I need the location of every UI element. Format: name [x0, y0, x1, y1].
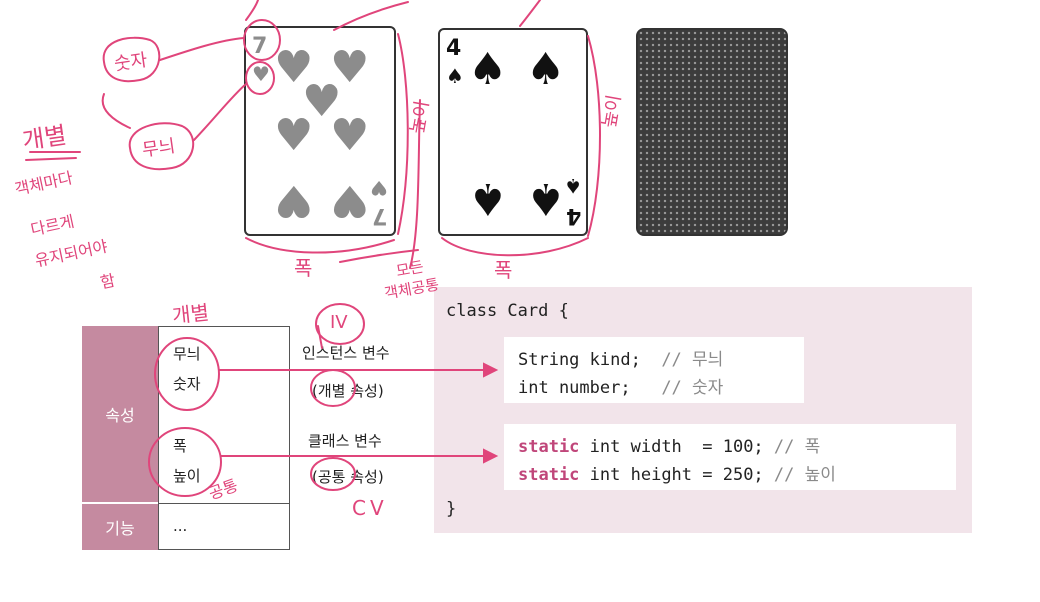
kind-decl: String kind; [518, 350, 641, 370]
height-comment: // 높이 [773, 465, 836, 485]
code-panel: class Card { String kind; // 무늬 int numb… [434, 287, 972, 533]
note-cv: CV [352, 496, 388, 520]
card-rank-bottom: 4 [566, 203, 582, 228]
note-common-2: 객체공통 [382, 275, 441, 303]
static-keyword: static [518, 437, 580, 457]
note-width-2: 폭 [494, 258, 513, 282]
instance-var-label: 인스턴스 변수 [302, 344, 390, 362]
functions-ellipsis: ... [173, 517, 188, 535]
note-number: 숫자 [112, 49, 149, 76]
card-rank-top: 7 [252, 34, 268, 59]
code-class-line: class Card { [446, 301, 569, 321]
code-height-line: static int height = 250; // 높이 [518, 460, 836, 485]
note-individual-3: 유지되어야 [33, 236, 110, 271]
note-height-2: 높이 [598, 93, 626, 130]
attr-suit: 무늬 [173, 345, 201, 363]
spade-icon: ♠ [468, 44, 508, 95]
instance-var-desc: (개별 속성) [312, 382, 384, 400]
note-individual-1: 객체마다 [12, 168, 75, 199]
row-functions-header: 기능 [82, 504, 158, 550]
class-var-desc: (공통 속성) [312, 468, 384, 486]
number-comment: // 숫자 [661, 378, 724, 398]
attr-number: 숫자 [173, 375, 201, 393]
functions-cell: ... [158, 503, 290, 550]
width-comment: // 폭 [773, 437, 821, 457]
note-individual-4: 함 [98, 270, 117, 293]
spade-icon: ♠ [446, 64, 464, 88]
heart-icon: ♥ [370, 176, 388, 200]
heart-icon: ♥ [330, 110, 370, 161]
height-decl: int height = 250; [589, 465, 764, 485]
attr-width: 폭 [173, 437, 187, 455]
instance-var-box: String kind; // 무늬 int number; // 숫자 [504, 337, 804, 403]
note-height-1: 높이 [406, 99, 434, 136]
note-individual: 개별 [20, 121, 69, 155]
heart-icon: ♥ [252, 62, 270, 86]
note-individual-2: 다르게 [28, 211, 76, 240]
heart-icon: ♥ [302, 76, 342, 127]
spade-icon: ♠ [564, 174, 582, 198]
card-back [636, 28, 788, 236]
class-var-box: static int width = 100; // 폭 static int … [504, 424, 956, 490]
card-rank-top: 4 [446, 36, 462, 61]
note-iv: IV [330, 312, 348, 333]
class-var-label: 클래스 변수 [308, 432, 382, 450]
code-width-line: static int width = 100; // 폭 [518, 432, 820, 457]
kind-comment: // 무늬 [661, 350, 724, 370]
spade-icon: ♠ [526, 44, 566, 95]
code-kind-line: String kind; // 무늬 [518, 345, 723, 370]
width-decl: int width = 100; [589, 437, 764, 457]
card-rank-bottom: 7 [372, 203, 388, 228]
code-number-line: int number; // 숫자 [518, 373, 723, 398]
code-close-brace: } [446, 499, 457, 519]
static-keyword: static [518, 465, 580, 485]
number-decl: int number; [518, 378, 631, 398]
heart-icon: ♥ [330, 42, 370, 93]
attr-height: 높이 [173, 467, 201, 485]
heart-icon: ♥ [330, 175, 370, 226]
spade-icon: ♠ [468, 173, 508, 224]
row-attributes-header: 속성 [82, 326, 158, 502]
note-individual-table: 개별 [171, 300, 211, 328]
note-suit: 무늬 [140, 135, 177, 162]
card-four-spades: 4 ♠ ♠ ♠ ♠ ♠ ♠ 4 [438, 28, 588, 236]
heart-icon: ♥ [274, 110, 314, 161]
card-seven-hearts: 7 ♥ ♥ ♥ ♥ ♥ ♥ ♥ ♥ ♥ 7 [244, 26, 396, 236]
note-width-1: 폭 [294, 256, 313, 280]
heart-icon: ♥ [274, 175, 314, 226]
spade-icon: ♠ [526, 173, 566, 224]
